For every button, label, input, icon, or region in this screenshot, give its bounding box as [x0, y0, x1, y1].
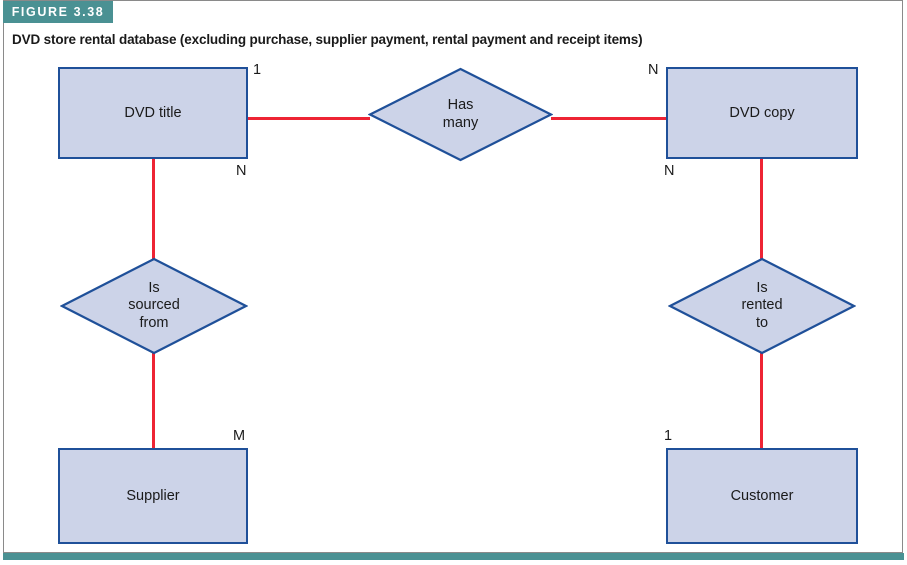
entity-dvd-title[interactable]: DVD title	[58, 67, 248, 159]
diamond-shape-is-sourced-from	[60, 257, 248, 355]
relationship-is-sourced-from[interactable]: Is sourced from	[60, 257, 248, 355]
connector-hasmany-dvdcopy	[551, 117, 668, 120]
entity-customer[interactable]: Customer	[666, 448, 858, 544]
entity-dvd-title-label: DVD title	[124, 105, 182, 121]
relationship-is-sourced-from-label: Is sourced from	[60, 257, 248, 355]
relationship-is-sourced-from-line3: from	[139, 314, 169, 331]
relationship-is-sourced-from-line2: sourced	[128, 297, 180, 314]
cardinality-dvd-copy-bottom-left: N	[664, 163, 675, 179]
entity-supplier[interactable]: Supplier	[58, 448, 248, 544]
figure-number-tag: FIGURE 3.38	[3, 1, 113, 23]
relationship-is-sourced-from-line1: Is	[148, 280, 160, 297]
figure-bottom-rule	[3, 553, 904, 560]
figure-caption: DVD store rental database (excluding pur…	[12, 32, 643, 47]
relationship-is-rented-to-label: Is rented to	[668, 257, 856, 355]
cardinality-dvd-title-bottom-right: N	[236, 163, 247, 179]
relationship-has-many[interactable]: Has many	[368, 67, 553, 162]
cardinality-supplier-top-right: M	[233, 428, 246, 444]
connector-dvdtitle-hasmany	[248, 117, 370, 120]
connector-issourcedfrom-supplier	[152, 348, 155, 449]
cardinality-dvd-title-top-right: 1	[253, 62, 262, 78]
relationship-is-rented-to-line3: to	[755, 314, 769, 331]
entity-dvd-copy-label: DVD copy	[729, 105, 795, 121]
diamond-shape-is-rented-to	[668, 257, 856, 355]
relationship-is-rented-to[interactable]: Is rented to	[668, 257, 856, 355]
relationship-has-many-label: Has many	[368, 67, 553, 162]
cardinality-dvd-copy-top-left: N	[648, 62, 659, 78]
relationship-has-many-line2: many	[442, 114, 479, 131]
diamond-shape-has-many	[368, 67, 553, 162]
relationship-is-rented-to-line1: Is	[756, 280, 768, 297]
entity-dvd-copy[interactable]: DVD copy	[666, 67, 858, 159]
connector-dvdtitle-issourcedfrom	[152, 158, 155, 263]
connector-dvdcopy-isrentedto	[760, 158, 763, 263]
connector-isrentedto-customer	[760, 348, 763, 449]
entity-customer-label: Customer	[730, 488, 794, 504]
cardinality-customer-top-left: 1	[664, 428, 673, 444]
relationship-has-many-line1: Has	[447, 97, 474, 114]
relationship-is-rented-to-line2: rented	[741, 297, 783, 314]
entity-supplier-label: Supplier	[126, 488, 180, 504]
